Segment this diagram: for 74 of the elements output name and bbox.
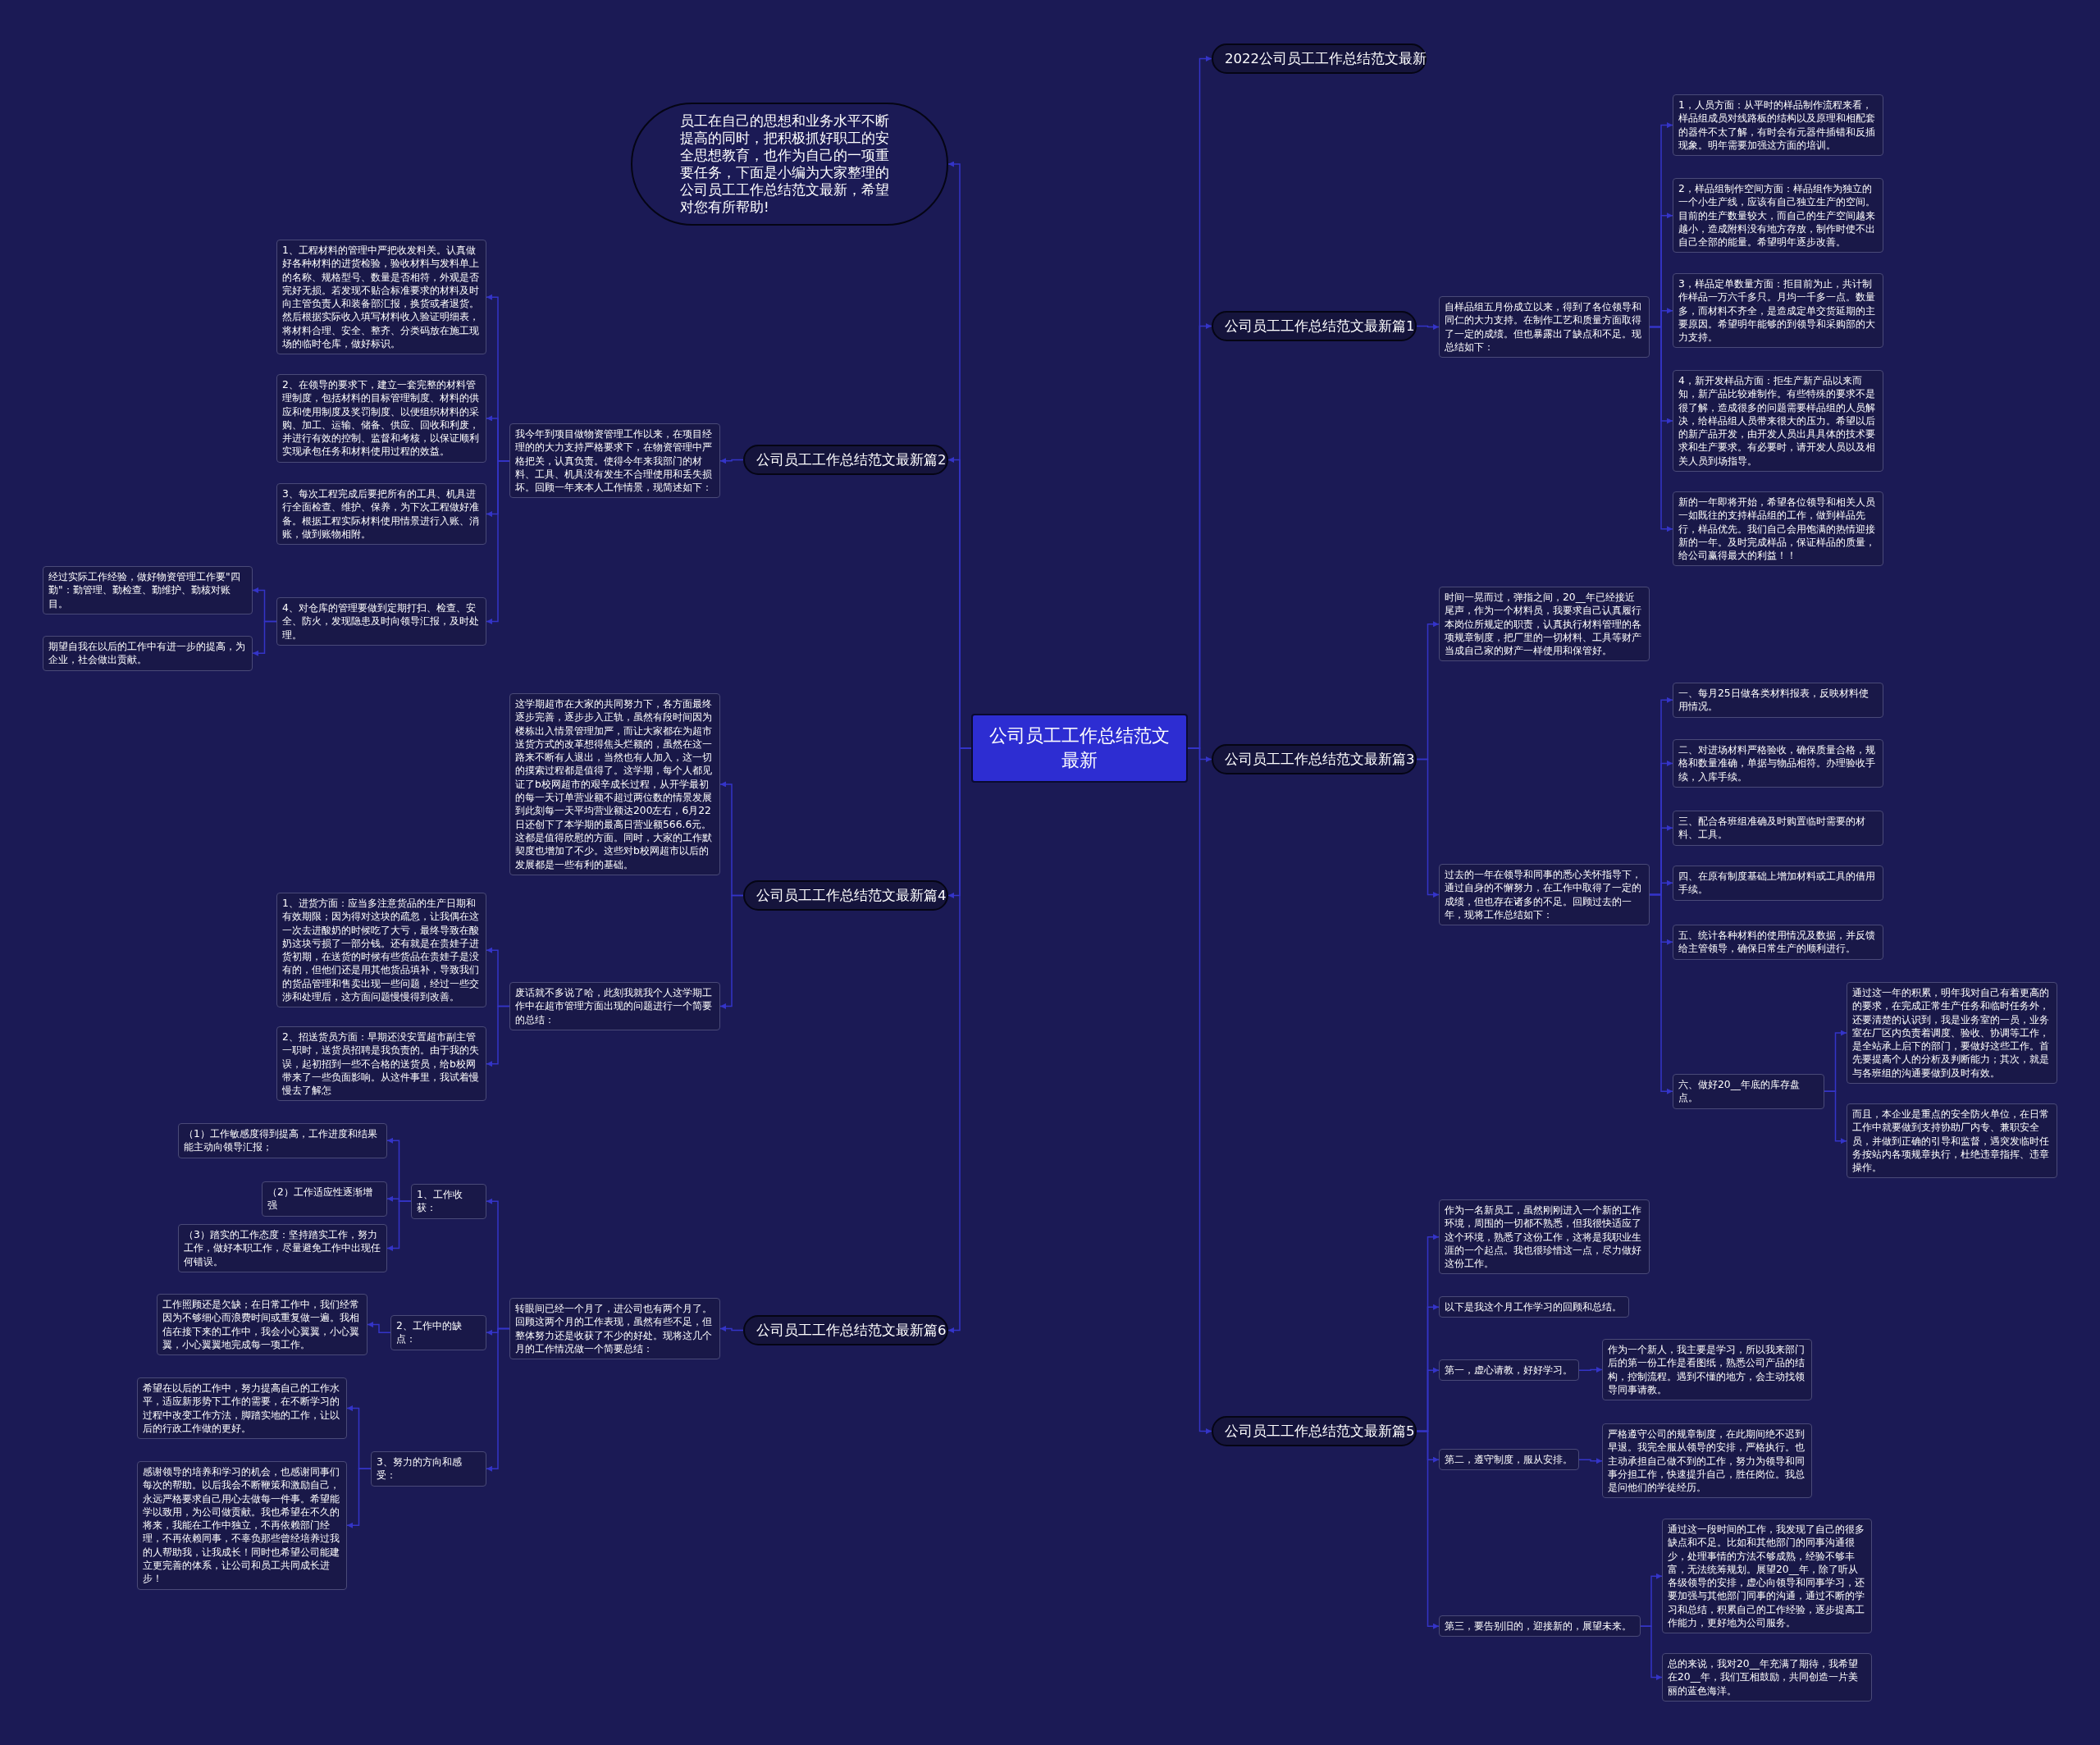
text-box: 期望自我在以后的工作中有进一步的提高，为企业，社会做出贡献。 — [43, 636, 253, 671]
topic-pill: 公司员工工作总结范文最新篇4 — [743, 880, 948, 911]
text-box: 3，样品定单数量方面：拒目前为止，共计制作样品一万六千多只。月均一千多一点。数量多，而材料不齐全，是造成定单交货延期的主要原因。希望明年能够的到领导和采购部的大力支持。 — [1673, 273, 1883, 349]
text-box: 1，人员方面：从平时的样品制作流程来看，样品组成员对线路板的结构以及原理和相配套的器件不太了解，有时会有元器件插错和反插现象。明年需要加强这方面的培训。 — [1673, 94, 1883, 157]
text-box: 第二，遵守制度，服从安排。 — [1439, 1449, 1579, 1471]
connector-arrow — [346, 1468, 372, 1528]
connector-arrow — [1649, 326, 1673, 532]
text-box: 4、对仓库的管理要做到定期打扫、检查、安全、防火，发现隐患及时向领导汇报，及时处理。 — [276, 597, 486, 646]
text-box: 通过这一段时间的工作，我发现了自己的很多缺点和不足。比如和其他部门的同事沟通很少，处理事情的方法不够成熟，经验不够丰富，无法统筹规划。展望20__年，除了听从各级领导的安排，虚心向领导和同事学习，还要加强与其他部门同事的沟通，通过不断的学习和总结，积累自己的工作经验，逐步提高工作能力，更好地为公司服务。 — [1662, 1519, 1872, 1634]
text-box: （2）工作适应性逐渐增强 — [262, 1181, 387, 1217]
text-box: 2、在领导的要求下，建立一套完整的材料管理制度，包括材料的目标管理制度、材料的供应和使用制度及奖罚制度、以便组织材料的采购、加工、运输、储备、供应、回收和利废，并进行有效的控制、监督和考核，以保证顺利实现承包任务和材料使用过程的效益。 — [276, 374, 486, 463]
text-box: 而且，本企业是重点的安全防火单位，在日常工作中就要做到支持协助厂内专、兼职安全员，并做到正确的引导和监督，遇突发临时任务按站内各项规章执行，杜绝违章指挥、违章操作。 — [1847, 1103, 2057, 1179]
text-box: 2、工作中的缺点： — [390, 1315, 486, 1350]
text-box: 以下是我这个月工作学习的回顾和总结。 — [1439, 1296, 1629, 1318]
connector-arrow — [1578, 1458, 1603, 1464]
connector-arrow — [1416, 324, 1440, 331]
topic-pill: 公司员工工作总结范文最新篇6 — [743, 1315, 948, 1345]
text-box: 3、每次工程完成后要把所有的工具、机具进行全面检查、维护、保养，为下次工程做好准备。根据工程实际材料使用情景进行入账、消账，做到账物相附。 — [276, 483, 486, 546]
text-box: 六、做好20__年底的库存盘点。 — [1673, 1074, 1824, 1109]
connector-arrow — [1416, 1430, 1440, 1629]
text-box: 第三，要告别旧的，迎接新的，展望未来。 — [1439, 1615, 1641, 1638]
topic-pill: 2022公司员工工作总结范文最新 — [1212, 43, 1427, 74]
text-box: （1）工作敏感度得到提高，工作进度和结果能主动向领导汇报； — [178, 1123, 387, 1158]
text-box: 过去的一年在领导和同事的悉心关怀指导下，通过自身的不懈努力，在工作中取得了一定的成绩，但也存在诸多的不足。回顾过去的一年，现将工作总结如下： — [1439, 864, 1650, 926]
text-box: 我今年到项目做物资管理工作以来，在项目经理的的大力支持严格要求下，在物资管理中严格把关，认真负责。使得今年来我部门的材料、工具、机具没有发生不合理使用和丢失损坏。回顾一年来本人工作情景，现简述如下： — [509, 423, 720, 499]
topic-pill: 公司员工工作总结范文最新篇3 — [1212, 744, 1417, 774]
text-box: 一、每月25日做各类材料报表，反映材料使用情况。 — [1673, 683, 1883, 718]
text-box: 工作照顾还是欠缺；在日常工作中，我们经常因为不够细心而浪费时间或重复做一遍。我相信在接下来的工作中，我会小心翼翼，小心翼翼，小心翼翼地完成每一项工作。 — [157, 1294, 368, 1356]
text-box: 3、努力的方向和感受： — [371, 1451, 486, 1487]
text-box: 严格遵守公司的规章制度，在此期间绝不迟到早退。我完全服从领导的安排，严格执行。也主动承担自己做不到的工作，努力为领导和同事分担工作，快速提升自己，胜任岗位。我总是问他们的学徒经历。 — [1602, 1423, 1812, 1499]
text-box: 四、在原有制度基础上增加材料或工具的借用手续。 — [1673, 866, 1883, 901]
text-box: 总的来说，我对20__年充满了期待，我希望在20__年，我们互相鼓励，共同创造一片美丽的蓝色海洋。 — [1662, 1653, 1872, 1702]
connector-arrow — [486, 1327, 510, 1472]
connector-arrow — [252, 620, 277, 656]
text-box: 五、统计各种材料的使用情况及数据，并反馈给主管领导，确保日常生产的顺利进行。 — [1673, 925, 1883, 960]
text-box: 作为一名新员工，虽然刚刚进入一个新的工作环境，周围的一切都不熟悉，但我很快适应了这个环境，熟悉了这份工作，这将是我职业生涯的一个起点。我也很珍惜这一点，尽力做好这份工作。 — [1439, 1199, 1650, 1275]
text-box: （3）踏实的工作态度：坚持踏实工作，努力工作，做好本职工作，尽量避免工作中出现任何错误。 — [178, 1224, 387, 1272]
text-box: 1、工程材料的管理中严把收发料关。认真做好各种材料的进货检验，验收材料与发料单上的名称、规格型号、数量是否相符，外观是否完好无损。若发现不贴合标准要求的材料及时向主管负责人和装备部汇报，换货或者退货。然后根据实际收入填写材料收入验证明细表，将材料合理、安全、整齐、分类码放在施工现场的临时仓库，做好标识。 — [276, 240, 486, 355]
central-topic-box: 公司员工工作总结范文最新 — [971, 714, 1188, 783]
connector-arrow — [719, 458, 744, 464]
connector-arrow — [1640, 1625, 1663, 1680]
connector-arrow — [1416, 758, 1440, 898]
text-box: 经过实际工作经验，做好物资管理工作要"四勤"：勤管理、勤检查、勤维护、勤核对账目。 — [43, 566, 253, 614]
connector-arrow — [486, 460, 510, 624]
text-box: 自样品组五月份成立以来，得到了各位领导和同仁的大力支持。在制作工艺和质量方面取得了一定的成绩。但也暴露出了缺点和不足。现总结如下： — [1439, 296, 1650, 359]
text-box: 通过这一年的积累，明年我对自己有着更高的的要求，在完成正常生产任务和临时任务外，还要清楚的认识到，我是业务室的一员，业务室在厂区内负责着调度、验收、协调等工作，是全站承上启下的部门，要做好这些工作。首先要提高个人的分析及判断能力；其次，就是与各班组的沟通要做到及时有效。 — [1847, 982, 2057, 1085]
topic-pill: 公司员工工作总结范文最新篇5 — [1212, 1416, 1417, 1446]
text-box: 转眼间已经一个月了，进公司也有两个月了。回顾这两个月的工作表现，虽然有些不足，但整体努力还是收获了不少的好处。现将这几个月的工作情况做一个简要总结： — [509, 1298, 720, 1360]
text-box: 2、招送货员方面：早期还没安置超市副主管一职时，送货员招聘是我负责的。由于我的失误，起初招到一些不合格的送货员，给b校网带来了一些负面影响。从这件事里，我试着慢慢去了解怎 — [276, 1026, 486, 1102]
topic-pill: 公司员工工作总结范文最新篇1 — [1212, 311, 1417, 341]
connector-arrow — [367, 1322, 391, 1334]
connector-arrow — [386, 1200, 412, 1251]
text-box: 感谢领导的培养和学习的机会，也感谢同事们每次的帮助。以后我会不断鞭策和激励自己，永远严格要求自己用心去做每一件事。希望能学以致用，为公司做贡献。我也希望在不久的将来，我能在工作中独立，不再依赖部门经理，不再依赖同事，不辜负那些曾经培养过我的人帮助我，让我成长！同时也希望公司能建立更完善的体系，让公司和员工共同成长进步！ — [137, 1461, 347, 1590]
text-box: 废话就不多说了哈，此刻我就我个人这学期工作中在超市管理方面出现的问题进行一个简要的总结： — [509, 982, 720, 1030]
connector-arrow — [719, 1326, 744, 1332]
intro-bubble: 员工在自己的思想和业务水平不断提高的同时，把积极抓好职工的安全思想教育，也作为自己的一项重要任务，下面是小编为大家整理的公司员工工作总结范文最新，希望对您有所帮助! — [631, 103, 948, 226]
text-box: 第一，虚心请教，好好学习。 — [1439, 1359, 1579, 1382]
text-box: 1、工作收获： — [411, 1184, 486, 1219]
connector-arrow — [1649, 893, 1673, 1094]
text-box: 2，样品组制作空间方面：样品组作为独立的一个小生产线，应该有自己独立生产的空间。目前的生产数量较大，而自己的生产空间越来越小，造成附料没有地方存放，制作时使不出自己全部的能量。希望明年逐步改善。 — [1673, 178, 1883, 254]
connector-arrow — [1824, 1090, 1847, 1144]
text-box: 作为一个新人，我主要是学习，所以我来部门后的第一份工作是看图纸，熟悉公司产品的结构，控制流程。遇到不懂的地方，会主动找领导同事请教。 — [1602, 1339, 1812, 1401]
text-box: 希望在以后的工作中，努力提高自己的工作水平，适应新形势下工作的需要，在不断学习的过程中改变工作方法，脚踏实地的工作，让以后的行政工作做的更好。 — [137, 1377, 347, 1440]
connector-arrow — [486, 1005, 510, 1067]
text-box: 1、进货方面：应当多注意货品的生产日期和有效期限；因为得对这块的疏忽，让我偶在这一次去进酸奶的时候吃了大亏，最终导致在酸奶这块亏损了一部分钱。还有就是在贵娃子进货初期，在送货的时候有些货品在贵娃子是没有的，但他们还是用其他货品填补，导致我们的货品管理和售卖出现一些问题，经过一些交涉和处理后，这方面问题慢慢得到改善。 — [276, 893, 486, 1008]
topic-pill: 公司员工工作总结范文最新篇2 — [743, 445, 948, 475]
connector-arrow — [719, 894, 744, 1009]
connector-arrow — [1578, 1367, 1603, 1373]
text-box: 新的一年即将开始，希望各位领导和相关人员一如既往的支持样品组的工作，做到样品先行，样品优先。我们自己会用饱满的热情迎接新的一年。及时完成样品，保证样品的质量，给公司赢得最大的利益！！ — [1673, 491, 1883, 567]
text-box: 时间一晃而过，弹指之间，20__年已经接近尾声，作为一个材料员，我要求自己认真履行本岗位所规定的职责，认真执行材料管理的各项规章制度，把厂里的一切材料、工具等财产当成自己家的财产一样使用和保管好。 — [1439, 587, 1650, 662]
text-box: 二、对进场材料严格验收，确保质量合格，规格和数量准确，单据与物品相符。办理验收手续，入库手续。 — [1673, 739, 1883, 788]
text-box: 这学期超市在大家的共同努力下，各方面最终逐步完善，逐步步入正轨，虽然有段时间因为楼栋出入情景管理加严，而让大家都在为超市送货方式的改革想得焦头烂额的，虽然在这一路来不断有人退出，当然也有人加入，这一切的摸索过程都是值得了。这学期，每个人都见证了b校网超市的艰辛成长过程，从开学最初的每一天订单营业额不超过两位数的情景发展到此刻每一天平均营业额达200左右，6月22日还创下了本学期的最高日营业额566.6元。这都是值得欣慰的方面。同时，大家的工作默契度也增加了不少。这些对b校网超市以后的发展都是一些有利的基础。 — [509, 693, 720, 875]
text-box: 4，新开发样品方面：拒生产新产品以来而知，新产品比较难制作。有些特殊的要求不是很了解，造成很多的问题需要样品组的人员解决，给样品组人员带来很大的压力。希望以后的新产品开发，由开发人员出具具体的技术要求和生产要求。有必要时，请开发人员以及相关人员到场指导。 — [1673, 370, 1883, 473]
text-box: 三、配合各班组准确及时购置临时需要的材料、工具。 — [1673, 811, 1883, 846]
